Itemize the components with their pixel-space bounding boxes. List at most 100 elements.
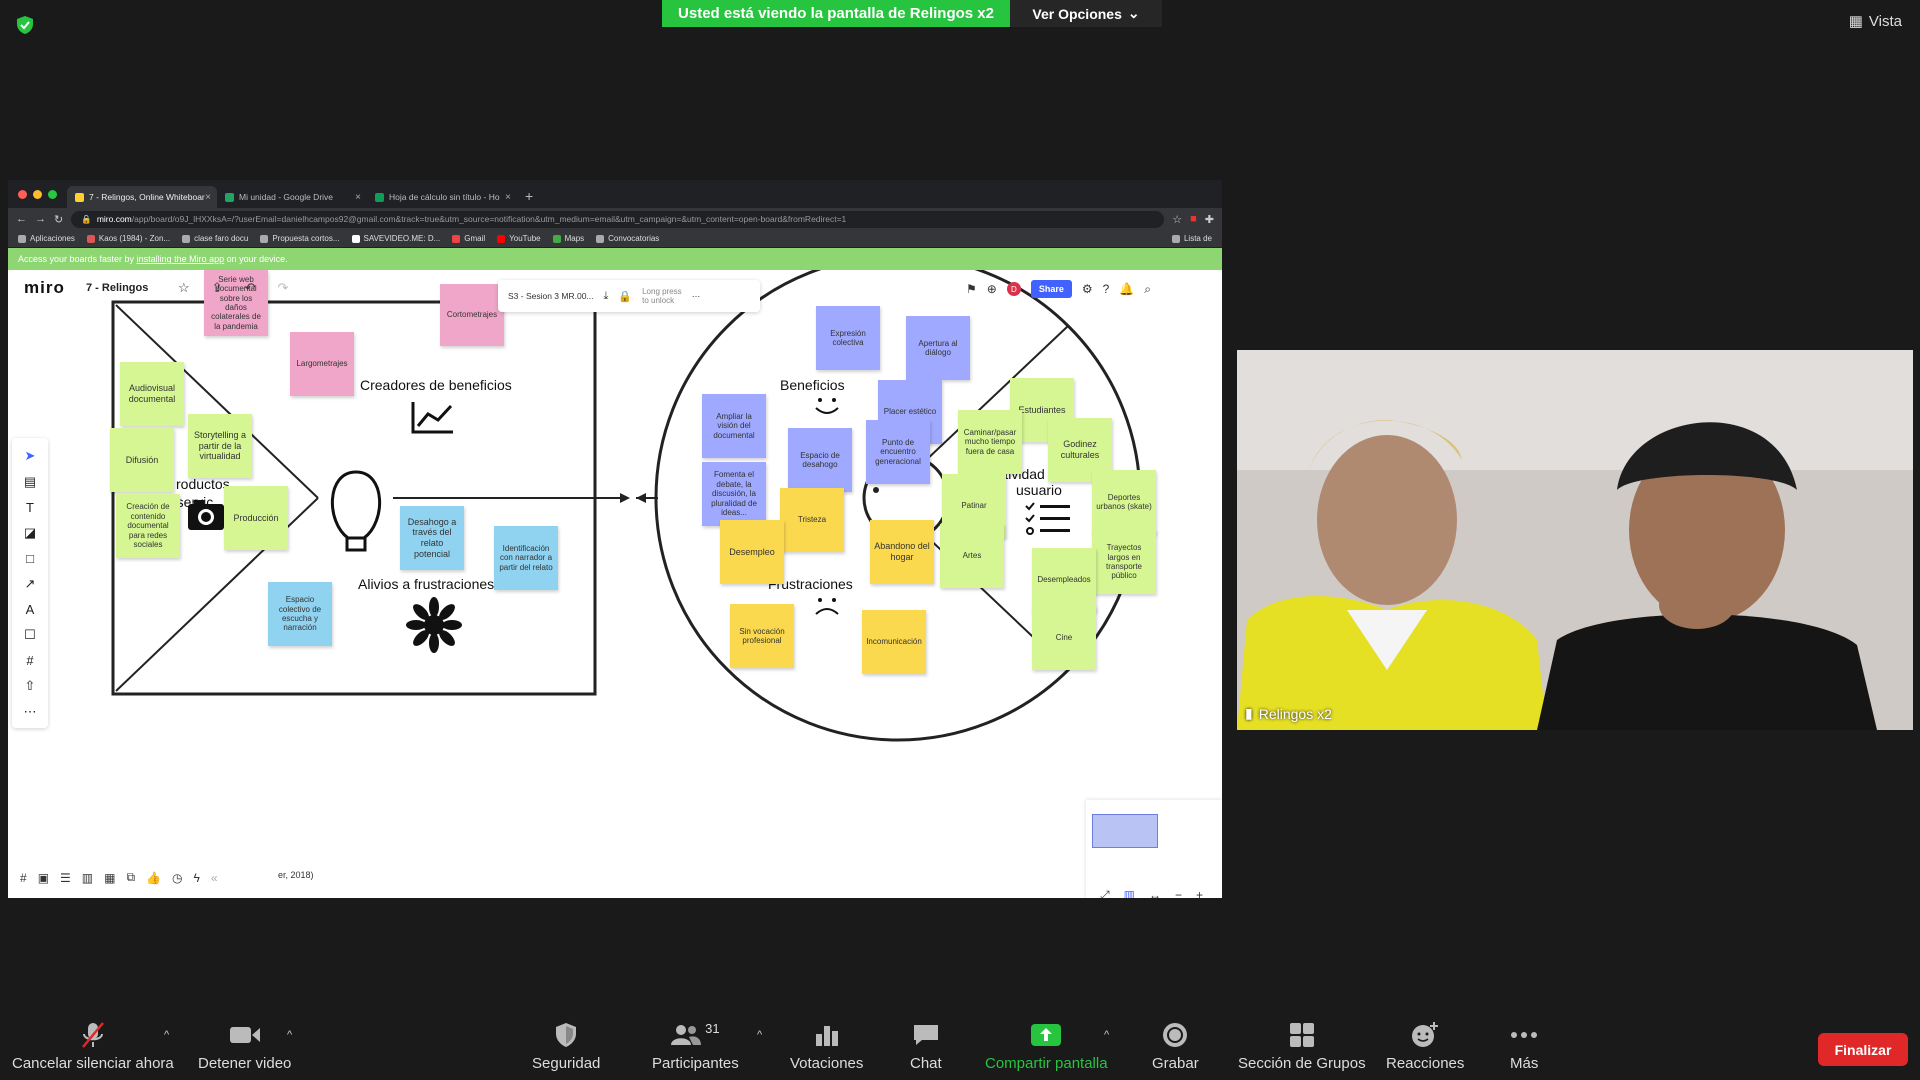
bookmark-item[interactable]: Convocatorias — [596, 234, 659, 243]
sticky-note[interactable]: Storytelling a partir de la virtualidad — [188, 414, 252, 478]
sticky-note[interactable]: Serie web documental sobre los daños col… — [204, 270, 268, 336]
breakout-rooms-button[interactable]: Sección de Grupos — [1238, 1021, 1366, 1072]
sticky-note[interactable]: Expresión colectiva — [816, 306, 880, 370]
reactions-button[interactable]: Reacciones — [1386, 1021, 1464, 1072]
frame-tool-icon[interactable]: # — [26, 653, 34, 668]
stop-video-button[interactable]: Detener video — [198, 1021, 291, 1072]
sticky-note[interactable]: Punto de encuentro generacional — [866, 420, 930, 484]
reading-list-item[interactable]: Lista de — [1171, 234, 1212, 243]
browser-tab[interactable]: Hoja de cálculo sin título - Ho× — [367, 186, 517, 208]
share-screen-button[interactable]: Compartir pantalla — [985, 1021, 1108, 1072]
comments-icon[interactable]: ☰ — [60, 870, 71, 885]
collapse-chevron-icon[interactable]: « — [210, 870, 218, 885]
sticky-note[interactable]: Identificación con narrador a partir del… — [494, 526, 558, 590]
settings-sliders-icon[interactable]: ⚙ — [1081, 282, 1093, 296]
lock-icon[interactable]: 🔒 — [618, 290, 633, 303]
forward-arrow-icon[interactable]: → — [35, 213, 46, 225]
download-icon[interactable]: ⤓ — [603, 289, 609, 302]
video-options-chevron-icon[interactable]: ^ — [287, 1029, 293, 1041]
bookmark-item[interactable]: Aplicaciones — [18, 234, 75, 243]
sticky-note[interactable]: Desempleados — [1032, 548, 1096, 612]
sticky-note[interactable]: Producción — [224, 486, 288, 550]
avatar[interactable]: D — [1006, 282, 1021, 296]
security-shield-icon[interactable] — [14, 14, 36, 36]
sticky-note[interactable]: Espacio colectivo de escucha y narración — [268, 582, 332, 646]
close-tab-icon[interactable]: × — [355, 191, 361, 203]
sticky-note[interactable]: Apertura al diálogo — [906, 316, 970, 380]
map-icon[interactable]: ▥ — [1123, 888, 1135, 898]
minimap-viewport[interactable] — [1092, 814, 1158, 848]
participants-options-chevron-icon[interactable]: ^ — [757, 1029, 763, 1041]
more-button[interactable]: Más — [1510, 1021, 1538, 1072]
sticky-note[interactable]: Difusión — [110, 428, 174, 492]
redo-icon[interactable]: ↷ — [277, 280, 289, 295]
bookmark-item[interactable]: YouTube — [497, 234, 541, 243]
close-tab-icon[interactable]: × — [205, 191, 211, 203]
add-collaborator-icon[interactable]: ⊕ — [986, 282, 997, 296]
participants-button[interactable]: 31 Participantes — [652, 1021, 739, 1072]
maximize-window-icon[interactable] — [48, 190, 57, 199]
timer-icon[interactable]: ◷ — [172, 870, 183, 885]
connector-icon[interactable]: ↗ — [24, 576, 36, 591]
miro-logo[interactable]: miro — [24, 278, 65, 297]
minimize-window-icon[interactable] — [33, 190, 42, 199]
more-tools-icon[interactable]: ⋯ — [23, 704, 37, 719]
sticky-note[interactable]: Desahogo a través del relato potencial — [400, 506, 464, 570]
pen-icon[interactable]: A — [25, 602, 35, 617]
sticky-note[interactable]: Cine — [1032, 606, 1096, 670]
polls-button[interactable]: Votaciones — [790, 1021, 863, 1072]
cards-icon[interactable]: ▥ — [81, 870, 94, 885]
reload-icon[interactable]: ↻ — [54, 213, 64, 226]
sticky-note-icon[interactable]: ◪ — [23, 525, 37, 540]
sticky-note[interactable]: Largometrajes — [290, 332, 354, 396]
miro-board-canvas[interactable]: Creadores de beneficios roductos o servi… — [8, 270, 1222, 898]
select-cursor-icon[interactable]: ➤ — [24, 448, 36, 463]
lightning-icon[interactable]: ϟ — [193, 870, 200, 885]
upload-icon[interactable]: ⇧ — [24, 678, 36, 693]
unmute-button[interactable]: Cancelar silenciar ahora — [12, 1021, 174, 1072]
zoom-out-icon[interactable]: − — [1174, 888, 1182, 898]
zoom-in-icon[interactable]: + — [1195, 888, 1203, 898]
sticky-note[interactable]: Caminar/pasar mucho tiempo fuera de casa — [958, 410, 1022, 474]
end-meeting-button[interactable]: Finalizar — [1818, 1033, 1908, 1066]
address-bar[interactable]: 🔒 miro.com/app/board/o9J_lHXXksA=/?userE… — [71, 210, 1165, 228]
bookmark-item[interactable]: Kaos (1984) - Zon... — [86, 234, 170, 243]
fullscreen-icon[interactable]: ⤢ — [1100, 888, 1110, 898]
reactions-icon[interactable]: 👍 — [146, 870, 162, 885]
templates-icon[interactable]: ▤ — [23, 474, 37, 489]
bookmark-item[interactable]: SAVEVIDEO.ME: D... — [351, 234, 440, 243]
frames-icon[interactable]: # — [20, 870, 27, 885]
sticky-note[interactable]: Desempleo — [720, 520, 784, 584]
sticky-note[interactable]: Ampliar la visión del documental — [702, 394, 766, 458]
cursor-flag-icon[interactable]: ⚑ — [966, 282, 977, 296]
view-button[interactable]: ▦Vista — [1849, 12, 1902, 31]
participant-video[interactable]: ▮ Relingos x2 — [1237, 350, 1913, 730]
close-tab-icon[interactable]: × — [505, 191, 511, 203]
sticky-note[interactable]: Audiovisual documental — [120, 362, 184, 426]
sticky-note[interactable]: Creación de contenido documental para re… — [116, 494, 180, 558]
frame-name[interactable]: S3 - Sesion 3 MR.00... — [508, 291, 594, 301]
puzzle-icon[interactable]: ✚ — [1204, 213, 1214, 226]
export-icon[interactable]: ⇪ — [211, 280, 223, 295]
favorite-star-icon[interactable]: ☆ — [178, 280, 190, 295]
view-options-button[interactable]: Ver Opciones⌄ — [1010, 0, 1162, 27]
bookmark-item[interactable]: Gmail — [452, 234, 485, 243]
search-icon[interactable]: ⌕ — [1144, 281, 1151, 296]
extension-icon[interactable]: ■ — [1190, 213, 1197, 225]
sticky-note[interactable]: Abandono del hogar — [870, 520, 934, 584]
install-app-link[interactable]: installing the Miro app — [136, 254, 225, 264]
chat-button[interactable]: Chat — [910, 1021, 942, 1072]
browser-tab[interactable]: 7 - Relingos, Online Whiteboar× — [67, 186, 217, 208]
browser-tab[interactable]: Mi unidad - Google Drive× — [217, 186, 367, 208]
close-window-icon[interactable] — [18, 190, 27, 199]
share-options-chevron-icon[interactable]: ^ — [1104, 1029, 1110, 1041]
text-tool-icon[interactable]: T — [26, 500, 34, 515]
help-icon[interactable]: ? — [1102, 282, 1110, 296]
presentation-icon[interactable]: ▣ — [37, 870, 50, 885]
sticky-note[interactable]: Tristeza — [780, 488, 844, 552]
share-screen-icon[interactable]: ⧉ — [126, 870, 136, 884]
board-minimap[interactable]: ⤢ ▥ ↔ − + — [1086, 800, 1222, 898]
board-name[interactable]: 7 - Relingos — [86, 282, 149, 294]
share-button[interactable]: Share — [1030, 280, 1072, 298]
sticky-note[interactable]: Artes — [940, 524, 1004, 588]
